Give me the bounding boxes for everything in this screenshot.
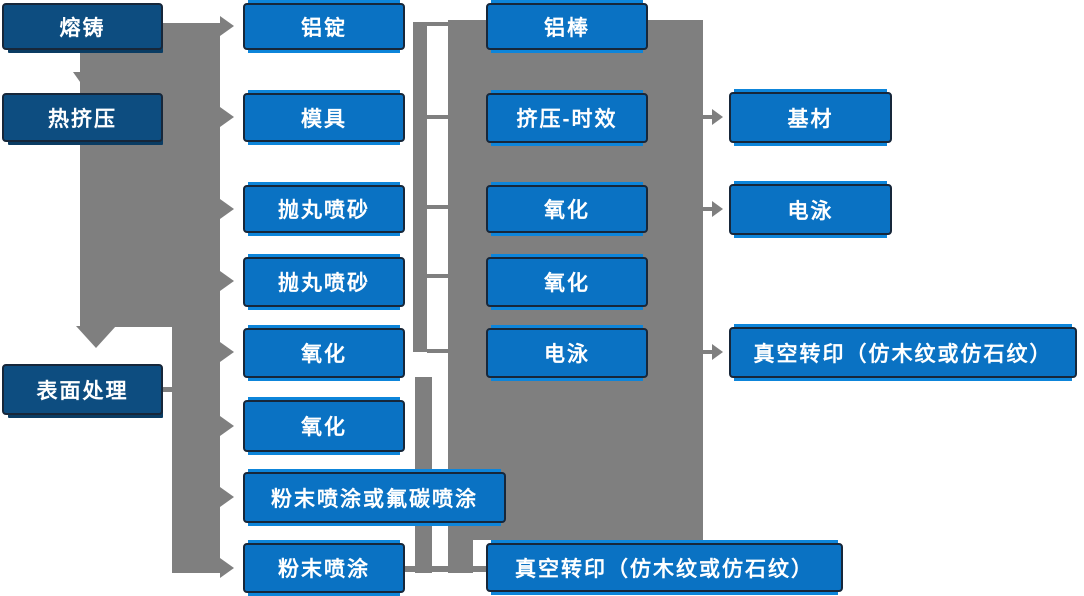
node-aluminum-rod: 铝棒: [486, 3, 648, 50]
node-label: 真空转印（仿木纹或仿石纹）: [515, 557, 814, 581]
row-line-shot-blast-2: [427, 274, 448, 278]
arrow-stem-vacuum-transfer: [703, 350, 713, 354]
arrow-right-powder-coat-icon: [220, 558, 234, 578]
node-label: 抛丸喷砂: [278, 272, 370, 295]
node-label: 氧化: [544, 199, 590, 222]
node-label: 挤压-时效: [516, 108, 618, 131]
node-oxidation-4: 氧化: [486, 257, 648, 307]
node-oxidation-1: 氧化: [243, 328, 405, 378]
node-hot-extrusion: 热挤压: [2, 93, 163, 142]
node-shot-blast-2: 抛丸喷砂: [243, 257, 405, 307]
node-label: 真空转印（仿木纹或仿石纹）: [753, 342, 1053, 366]
row-line-shot-blast-1: [427, 205, 448, 209]
node-label: 电泳: [787, 199, 834, 223]
arrow-stem-substrate: [703, 115, 713, 119]
row-line-aluminum-ingot: [413, 22, 448, 26]
arrow-right-aluminum-ingot-icon: [220, 16, 234, 36]
arrow-right-substrate-icon: [712, 109, 723, 125]
mid-bus-upper: [413, 22, 427, 352]
node-oxidation-3: 氧化: [486, 185, 648, 233]
arrow-right-shot-blast-2-icon: [220, 271, 234, 291]
node-label: 电泳: [544, 343, 590, 366]
node-label: 铝棒: [544, 16, 590, 40]
arrow-right-oxidation-1-icon: [220, 342, 234, 362]
node-label: 粉末喷涂或氟碳喷涂: [271, 487, 478, 511]
node-vacuum-transfer-bottom: 真空转印（仿木纹或仿石纹）: [486, 543, 843, 592]
arrow-right-powder-fluoro-icon: [220, 487, 234, 507]
node-label: 氧化: [301, 343, 347, 366]
node-aluminum-ingot: 铝锭: [243, 3, 405, 50]
node-label: 熔铸: [59, 16, 106, 40]
arrow-down-to-surface-treatment-icon: [76, 326, 116, 348]
node-label: 氧化: [301, 416, 347, 439]
bottom-transfer-line: [405, 566, 487, 572]
arrow-stem-electrophoresis: [703, 207, 713, 211]
arrow-right-oxidation-2-icon: [220, 416, 234, 436]
node-label: 模具: [301, 107, 347, 131]
node-label: 铝锭: [301, 16, 347, 40]
node-vacuum-transfer-right: 真空转印（仿木纹或仿石纹）: [729, 327, 1077, 378]
node-shot-blast-1: 抛丸喷砂: [243, 185, 405, 233]
node-label: 基材: [787, 107, 834, 131]
node-surface-treatment: 表面处理: [2, 364, 163, 415]
arrow-down-to-hot-extrusion-icon: [73, 72, 97, 89]
node-label: 表面处理: [36, 379, 129, 403]
node-mold: 模具: [243, 93, 405, 142]
row-line-mold: [427, 115, 448, 119]
row-line-oxidation-1: [427, 349, 448, 353]
arrow-right-vacuum-transfer-icon: [712, 344, 723, 360]
left-bus-shape: [80, 23, 220, 327]
node-electrophoresis-2: 电泳: [729, 184, 892, 235]
node-melting-casting: 熔铸: [2, 3, 163, 50]
node-substrate: 基材: [729, 92, 892, 143]
node-extrusion-aging: 挤压-时效: [486, 93, 648, 143]
node-oxidation-2: 氧化: [243, 400, 405, 452]
surface-treatment-stub: [163, 387, 175, 392]
arrow-right-electrophoresis-icon: [712, 201, 723, 217]
node-label: 热挤压: [48, 107, 117, 131]
node-powder-coating: 粉末喷涂: [243, 543, 405, 593]
node-powder-or-fluorocarbon-coating: 粉末喷涂或氟碳喷涂: [243, 472, 506, 523]
left-bus-lower-strip: [172, 327, 220, 573]
node-label: 粉末喷涂: [278, 558, 370, 581]
arrow-right-mold-icon: [220, 107, 234, 127]
node-label: 氧化: [544, 272, 590, 295]
node-label: 抛丸喷砂: [278, 199, 370, 222]
arrow-right-shot-blast-1-icon: [220, 199, 234, 219]
node-electrophoresis-1: 电泳: [486, 328, 648, 378]
